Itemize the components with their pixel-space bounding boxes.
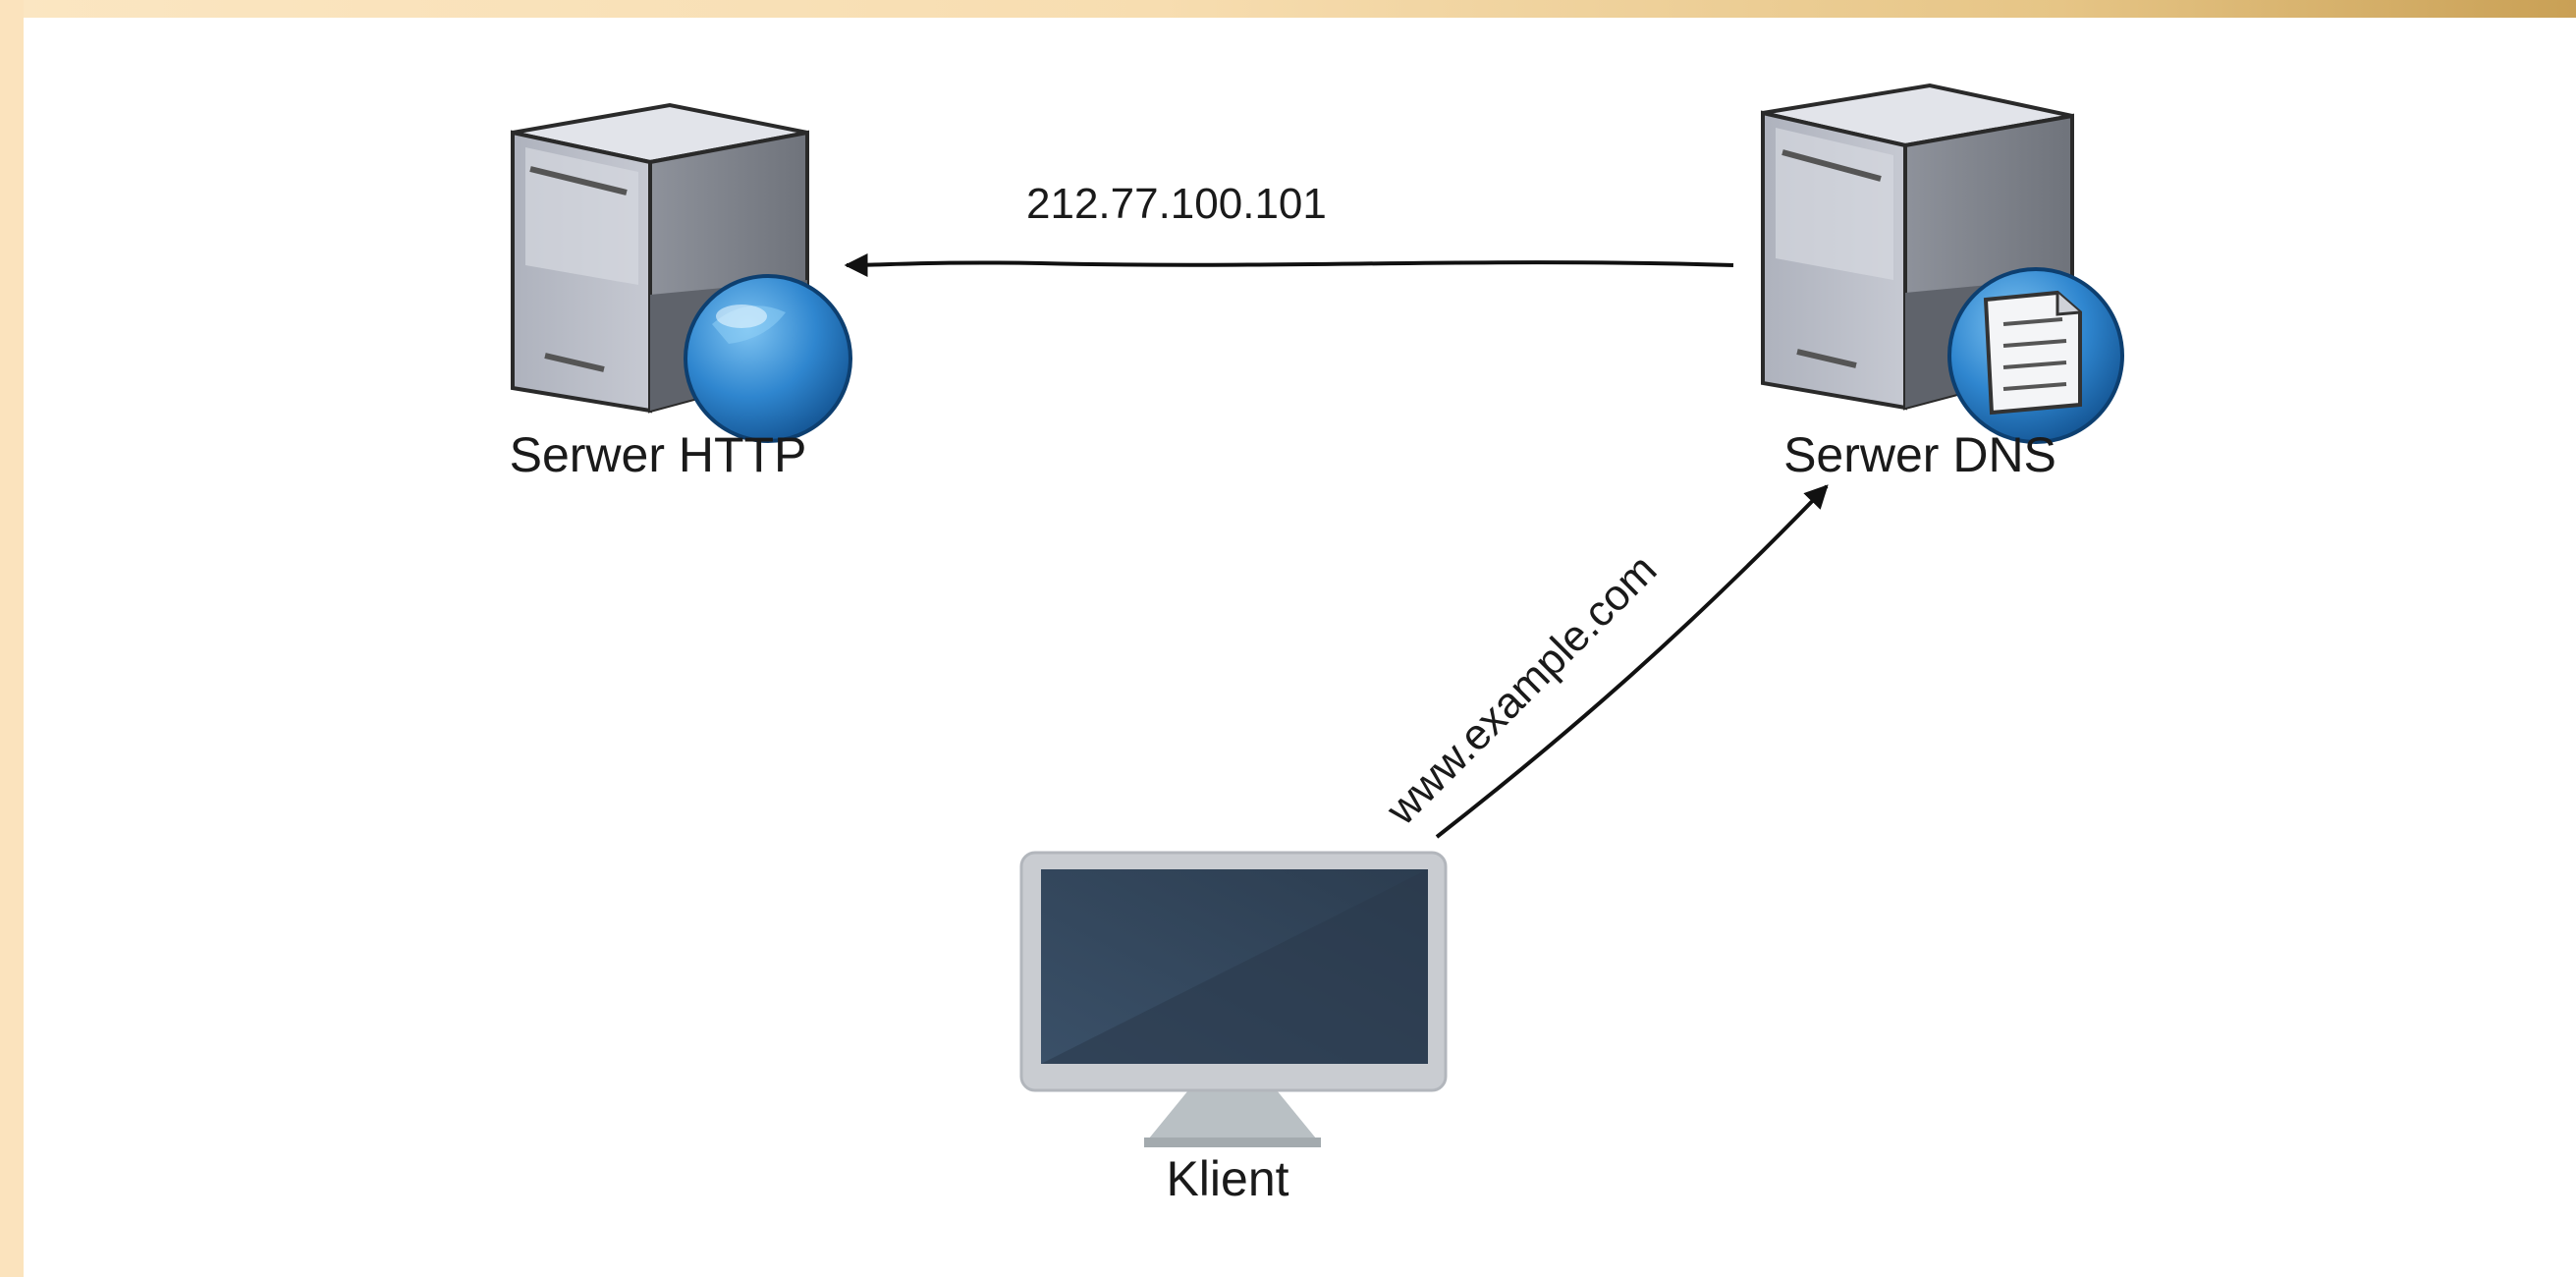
arrow-client-to-dns <box>1435 484 1829 839</box>
edge-label-domain: www.example.com <box>1377 545 1667 835</box>
edge-client-to-dns: www.example.com <box>1377 484 1829 839</box>
monitor-icon <box>1019 851 1448 1147</box>
document-icon <box>1983 290 2082 416</box>
client-label: Klient <box>1166 1151 1288 1206</box>
http-server-node: Serwer HTTP <box>510 102 852 482</box>
dns-server-node: Serwer DNS <box>1761 83 2124 482</box>
arrow-dns-to-http <box>844 252 1734 277</box>
http-server-label: Serwer HTTP <box>510 427 807 482</box>
edge-label-ip: 212.77.100.101 <box>1026 180 1327 228</box>
client-node: Klient <box>1019 851 1448 1206</box>
frame-left <box>0 0 24 1277</box>
edge-dns-to-http: 212.77.100.101 <box>844 180 1734 277</box>
dns-server-icon <box>1761 83 2124 444</box>
frame-top <box>0 0 2576 18</box>
dns-server-label: Serwer DNS <box>1783 427 2056 482</box>
web-server-icon <box>511 102 852 443</box>
